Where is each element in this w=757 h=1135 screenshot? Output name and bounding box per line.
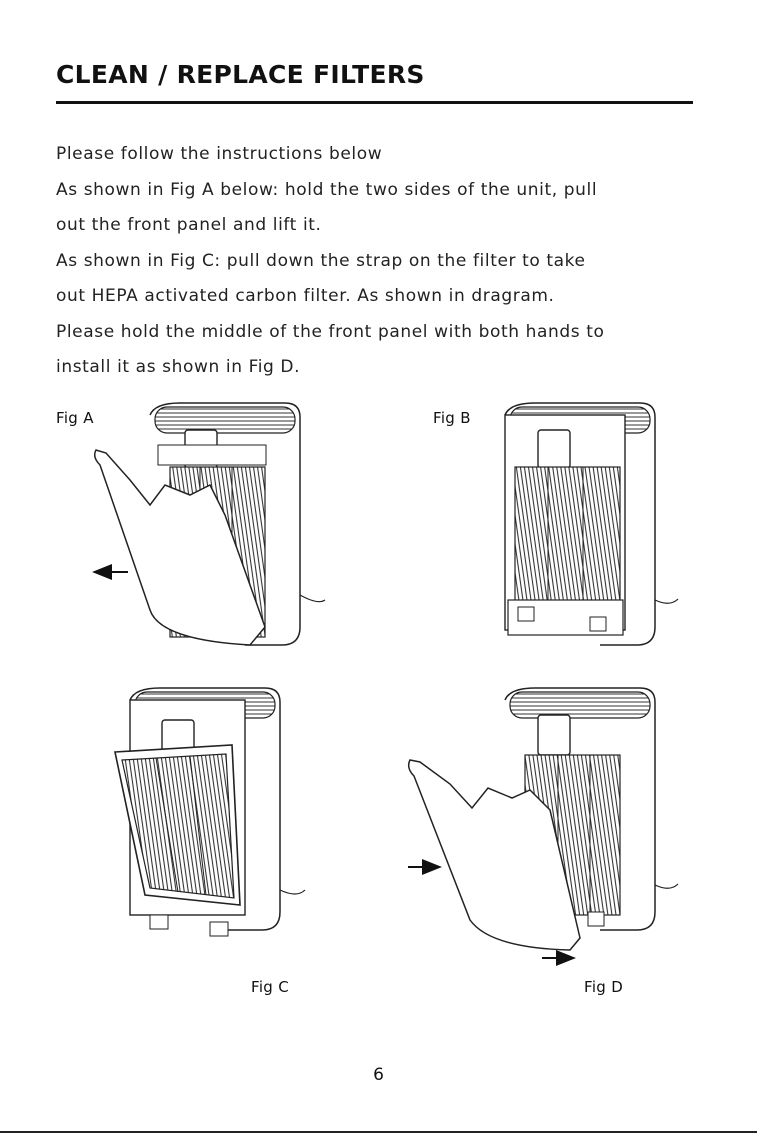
air-purifier-install-panel-illustration: [407, 687, 679, 966]
figure-a-caption: Fig A: [56, 409, 94, 427]
title-underline: [56, 101, 693, 104]
page-bottom-rule: [0, 1131, 757, 1133]
instruction-line: As shown in Fig C: pull down the strap o…: [56, 250, 586, 271]
page-number: 6: [373, 1065, 384, 1085]
figure-d: Fig D: [380, 680, 757, 1000]
instructions-list: Please follow the instructions below As …: [56, 137, 716, 386]
figure-b-caption: Fig B: [433, 409, 471, 427]
figure-c-caption: Fig C: [251, 978, 289, 996]
figure-c: Fig C: [0, 680, 380, 1000]
instruction-line: Please hold the middle of the front pane…: [56, 321, 605, 342]
instruction-line: out the front panel and lift it.: [56, 215, 322, 235]
instruction-line: As shown in Fig A below: hold the two si…: [56, 179, 598, 200]
instruction-line: install it as shown in Fig D.: [56, 357, 301, 377]
air-purifier-open-panel-illustration: [92, 402, 326, 646]
air-purifier-filter-removal-illustration: [114, 687, 306, 937]
page-title: CLEAN / REPLACE FILTERS: [56, 60, 425, 89]
air-purifier-panel-removed-illustration: [504, 402, 679, 646]
instruction-line: out HEPA activated carbon filter. As sho…: [56, 286, 555, 306]
figure-b: Fig B: [380, 395, 757, 665]
figure-d-caption: Fig D: [584, 978, 624, 996]
figure-a: Fig A: [0, 395, 380, 665]
instruction-line: Please follow the instructions below: [56, 144, 383, 164]
